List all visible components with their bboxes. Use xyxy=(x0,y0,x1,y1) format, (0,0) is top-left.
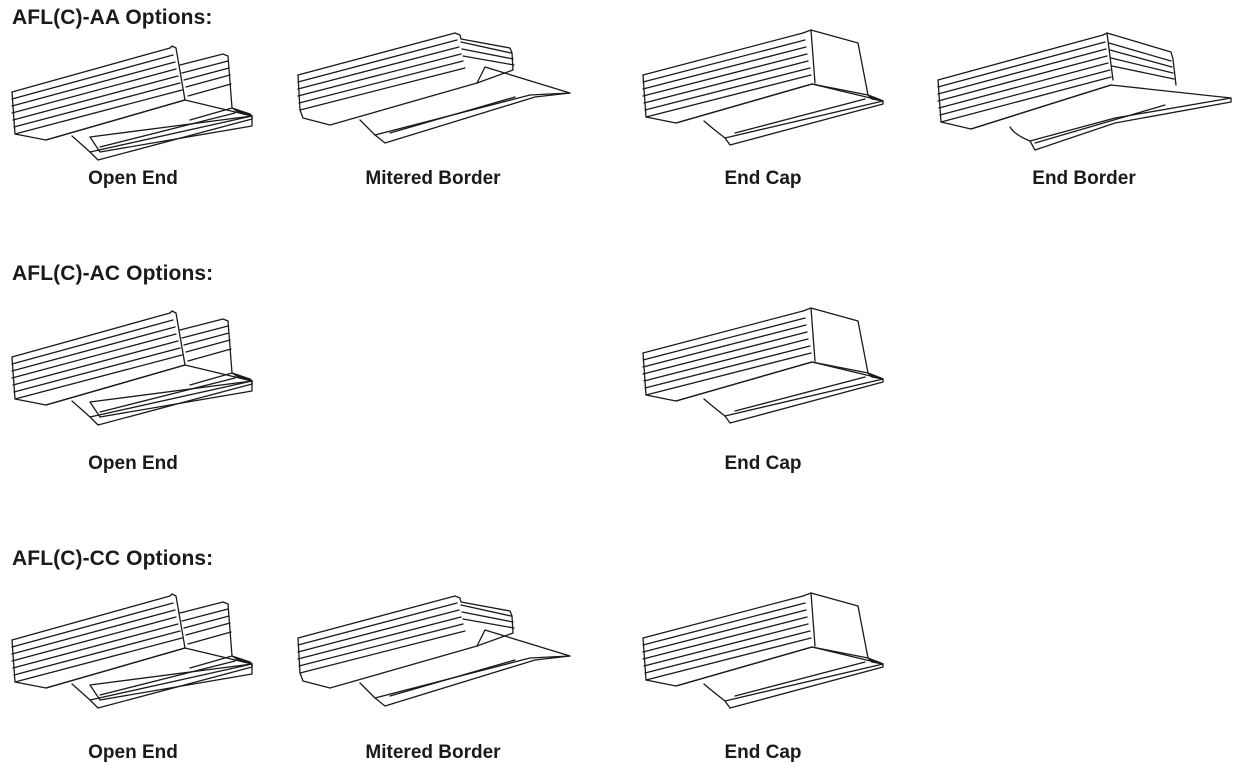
option-cc-end-cap xyxy=(640,588,890,713)
option-label: End Cap xyxy=(724,453,802,474)
option-aa-open-end xyxy=(10,40,260,161)
section-title-cc: AFL(C)-CC Options: xyxy=(12,547,214,570)
option-label: Mitered Border xyxy=(365,168,501,189)
mitered-border-icon xyxy=(297,595,571,707)
option-label: Mitered Border xyxy=(365,742,501,763)
end-cap-icon xyxy=(642,592,884,709)
option-label: End Border xyxy=(1032,168,1136,189)
option-label: Open End xyxy=(88,742,178,763)
end-border-icon xyxy=(937,32,1232,151)
section-title-ac: AFL(C)-AC Options: xyxy=(12,262,214,285)
option-ac-open-end xyxy=(10,305,260,426)
option-aa-mitered-border xyxy=(295,25,575,144)
end-cap-icon xyxy=(642,29,884,146)
option-aa-end-cap xyxy=(640,25,890,150)
section-title-aa: AFL(C)-AA Options: xyxy=(12,6,213,29)
option-aa-end-border xyxy=(935,25,1235,160)
option-cc-open-end xyxy=(10,588,260,709)
open-end-icon xyxy=(11,593,253,709)
option-label: End Cap xyxy=(724,168,802,189)
option-ac-end-cap xyxy=(640,303,890,428)
option-label: Open End xyxy=(88,168,178,189)
option-label: End Cap xyxy=(724,742,802,763)
open-end-icon xyxy=(11,310,253,426)
mitered-border-icon xyxy=(297,32,571,144)
option-label: Open End xyxy=(88,453,178,474)
end-cap-icon xyxy=(642,307,884,424)
open-end-icon xyxy=(11,45,253,161)
option-cc-mitered-border xyxy=(295,588,575,707)
